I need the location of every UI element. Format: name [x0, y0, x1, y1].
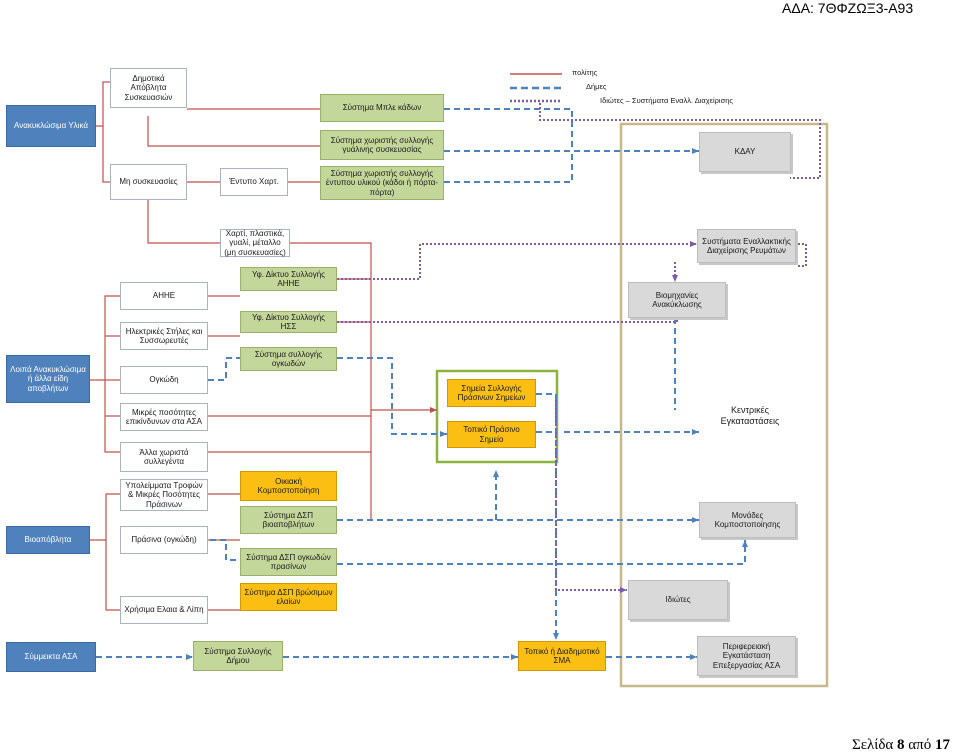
- node-other-recyclables: Λοιπά Ανακυκλώσιμα ή άλλα είδη αποβλήτων: [6, 355, 90, 403]
- node-biowaste: Βιοαπόβλητα: [6, 526, 90, 554]
- purple-connectors: [337, 103, 821, 593]
- node-bulky-system: Σύστημα συλλογής ογκωδών: [240, 347, 337, 371]
- page-footer: Σελίδα 8 από 17: [852, 737, 950, 754]
- node-green-system: Σύστημα ΔΣΠ ογκωδών πρασίνων: [240, 548, 337, 576]
- central-facilities-frame: [619, 122, 829, 688]
- node-local-sma: Τοπικό ή Διαδημοτικό ΣΜΑ: [518, 641, 606, 671]
- node-composting: Μονάδες Κομποστοποίησης: [699, 502, 796, 538]
- node-paper-plastic-glass: Χαρτί, πλαστικά, γυαλί, μέταλλο (μη συσκ…: [220, 229, 290, 257]
- node-municipal-collection: Σύστημα Συλλογής Δήμου: [193, 641, 283, 671]
- node-hazardous-small: Μικρές ποσότητες επικίνδυνων στα ΑΣΑ: [120, 403, 208, 431]
- node-green-points: Σημεία Συλλογής Πράσινων Σημείων: [447, 379, 536, 407]
- node-oil-system: Σύστημα ΔΣΠ βρώσιμων ελαίων: [240, 583, 337, 611]
- node-printed-paper: Έντυπο Χαρτ.: [220, 168, 288, 196]
- node-green-bulky: Πράσινα (ογκώδη): [120, 526, 208, 554]
- node-municipal-bins: Δημοτικά Απόβλητα Συσκευασιών: [110, 68, 187, 108]
- node-other-separate: Άλλα χωριστά συλλεγέντα: [120, 442, 208, 472]
- node-used-oils: Χρήσιμα Ελαια & Λίπη: [120, 596, 208, 624]
- node-bio-system: Σύστημα ΔΣΠ βιοαποβλήτων: [240, 506, 337, 534]
- node-recyclables: Ανακυκλώσιμα Υλικά: [6, 105, 96, 147]
- legend-individuals: Ιδιώτες – Συστήματα Εναλλ. Διαχείρισης: [600, 96, 734, 105]
- node-industries: Βιομηχανίες Ανακύκλωσης: [628, 282, 726, 318]
- node-batteries: Ηλεκτρικές Στήλες και Συσσωρευτές: [120, 322, 208, 350]
- node-private: Ιδιώτες: [628, 580, 728, 620]
- node-glass-separate: Σύστημα χωριστής συλλογής γυάλινης συσκε…: [320, 130, 444, 160]
- node-alt-systems: Συστήματα Εναλλακτικής Διαχείρισης Ρευμά…: [697, 229, 796, 263]
- node-local-green: Τοπικό Πράσινο Σημείο: [447, 421, 536, 448]
- ada-code: ΑΔΑ: 7ΘΦΖΩΞ3-Α93: [782, 0, 914, 16]
- footer-sep: από: [908, 737, 932, 753]
- node-food-waste: Υπολείμματα Τροφών & Μικρές Ποσότητες Πρ…: [120, 479, 208, 511]
- legend-municipalities: Δήμες: [586, 82, 607, 91]
- node-bulky: Ογκώδη: [120, 366, 208, 394]
- node-regional-plant: Περιφερειακή Εγκατάσταση Επεξεργασίας ΑΣ…: [697, 636, 796, 676]
- node-non-packaging: Μη συσκευασίες: [110, 164, 187, 200]
- node-kdau: ΚΔΑΥ: [699, 132, 791, 172]
- legend-policy: πολίτης: [572, 68, 598, 77]
- node-printed-separate: Σύστημα χωριστής συλλογής έντυπου υλικού…: [320, 166, 444, 200]
- node-battery-network: Υφ. Δίκτυο Συλλογής ΗΣΣ: [240, 311, 337, 333]
- footer-total: 17: [934, 737, 950, 753]
- footer-page: 8: [897, 737, 905, 753]
- node-mixed: Σύμμεικτα ΑΣΑ: [6, 642, 96, 672]
- footer-prefix: Σελίδα: [852, 737, 894, 753]
- central-facilities-label: Κεντρικές Εγκαταστάσεις: [720, 404, 780, 426]
- node-home-compost: Οικιακή Κομποστοποίηση: [240, 471, 337, 501]
- blue-connectors: [96, 108, 748, 660]
- node-blue-bin-system: Σύστημα Μπλε κάδων: [320, 94, 444, 122]
- node-weee-network: Υφ. Δίκτυο Συλλογής ΑΗΗΕ: [240, 267, 337, 291]
- node-weee: ΑΗΗΕ: [120, 282, 208, 310]
